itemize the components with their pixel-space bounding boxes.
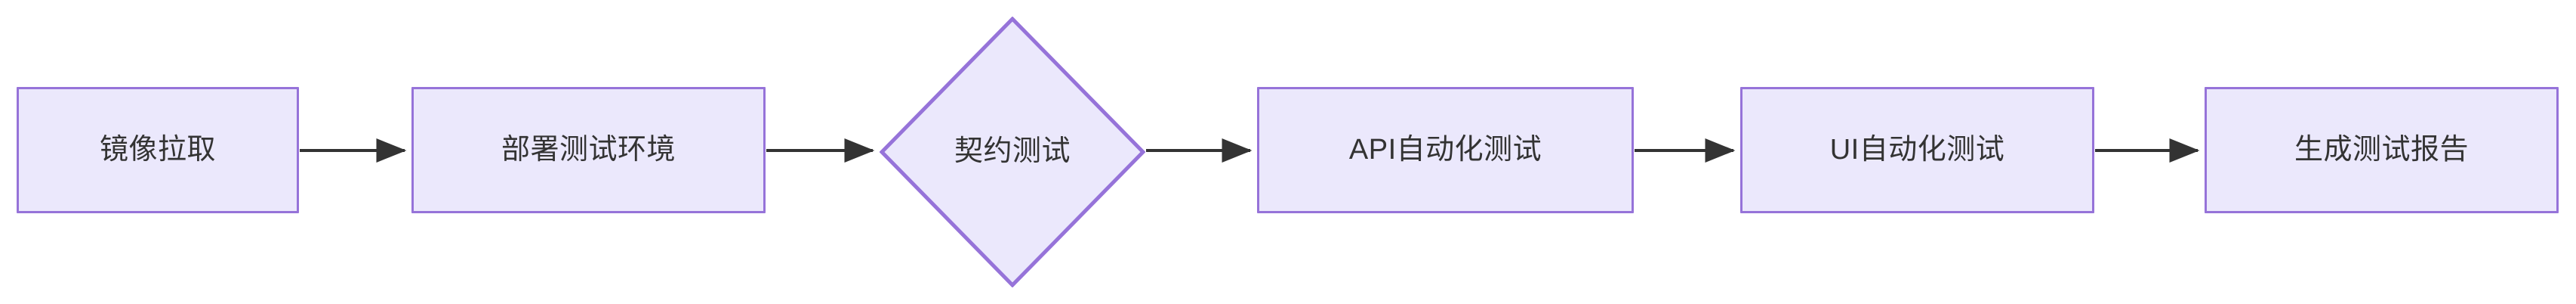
flow-node-generate-test-report[interactable]: 生成测试报告: [2205, 87, 2559, 213]
flow-node-label: 生成测试报告: [2294, 133, 2469, 166]
flow-node-image-pull[interactable]: 镜像拉取: [17, 87, 299, 213]
flow-node-label: 契约测试: [954, 135, 1071, 168]
flow-node-ui-automation-test[interactable]: UI自动化测试: [1740, 87, 2094, 213]
flow-node-api-automation-test[interactable]: API自动化测试: [1257, 87, 1634, 213]
flow-node-label: 镜像拉取: [99, 133, 216, 166]
flow-node-label: API自动化测试: [1348, 133, 1542, 166]
flow-node-label: 部署测试环境: [501, 133, 676, 166]
diamond-shape: [880, 17, 1145, 287]
flow-node-label: UI自动化测试: [1829, 133, 2005, 166]
flow-node-contract-test[interactable]: 契约测试: [880, 17, 1145, 287]
flow-node-deploy-test-env[interactable]: 部署测试环境: [411, 87, 766, 213]
diamond-label-wrap: 契约测试: [880, 17, 1145, 287]
